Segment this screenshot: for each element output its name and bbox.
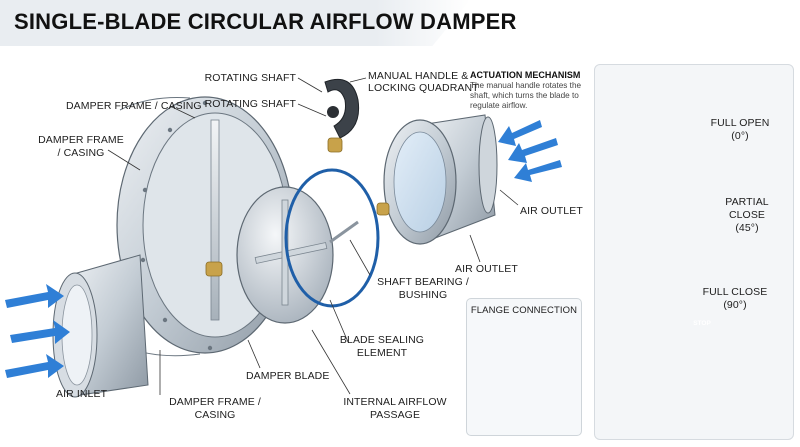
manual-handle-icon <box>324 78 360 153</box>
label-full-close-1: FULL CLOSE <box>702 286 768 298</box>
bushing-icon <box>376 202 390 216</box>
label-partial-2: CLOSE <box>728 209 766 221</box>
label-damper-frame-bottom-2: CASING <box>194 409 236 421</box>
actuation-text: The manual handle rotates the shaft, whi… <box>470 81 582 110</box>
outlet-collar <box>376 114 498 245</box>
positions-panel <box>594 64 794 440</box>
flange-heading: FLANGE CONNECTION <box>470 305 578 316</box>
damper-blade <box>236 186 359 324</box>
label-full-close-2: (90°) <box>723 299 747 311</box>
label-air-inlet: AIR INLET <box>56 388 108 400</box>
bushing-icon <box>327 137 343 153</box>
label-internal-passage-1: INTERNAL AIRFLOW <box>343 396 447 408</box>
label-manual-handle-2: LOCKING QUADRANT <box>368 82 479 94</box>
label-damper-frame-top: DAMPER FRAME / CASING <box>66 100 202 112</box>
actuation-heading: ACTUATION MECHANISM <box>470 70 581 80</box>
label-rotating-shaft-mid: ROTATING SHAFT <box>204 98 296 110</box>
label-damper-blade: DAMPER BLADE <box>246 370 330 382</box>
flange-connection-box <box>466 298 582 436</box>
label-damper-frame-left-2: / CASING <box>57 147 105 159</box>
label-partial-3: (45°) <box>735 222 759 234</box>
label-shaft-bearing-2: BUSHING <box>398 289 448 301</box>
label-air-outlet-mid: AIR OUTLET <box>455 263 518 275</box>
label-manual-handle-1: MANUAL HANDLE & <box>368 70 469 82</box>
outlet-arrows <box>498 120 562 182</box>
label-full-open-1: FULL OPEN <box>710 117 770 129</box>
stop-sign-label: STOP <box>693 320 711 327</box>
label-blade-seal-1: BLADE SEALING <box>339 334 425 346</box>
page-title: SINGLE-BLADE CIRCULAR AIRFLOW DAMPER <box>14 9 517 34</box>
label-full-open-2: (0°) <box>731 130 749 142</box>
label-blade-seal-2: ELEMENT <box>356 347 408 359</box>
inlet-collar <box>52 254 149 398</box>
label-air-outlet-right: AIR OUTLET <box>520 205 583 217</box>
label-partial-1: PARTIAL <box>725 196 769 208</box>
leader-lines <box>107 77 519 395</box>
label-shaft-bearing-1: SHAFT BEARING / <box>377 276 469 288</box>
label-damper-frame-left-1: DAMPER FRAME <box>38 134 124 146</box>
bushing-icon <box>205 261 223 277</box>
sealing-ring <box>284 168 380 308</box>
inlet-arrows <box>5 284 70 378</box>
title-banner <box>0 0 470 46</box>
label-damper-frame-bottom-1: DAMPER FRAME / <box>169 396 261 408</box>
label-rotating-shaft-top: ROTATING SHAFT <box>204 72 296 84</box>
label-internal-passage-2: PASSAGE <box>369 409 421 421</box>
